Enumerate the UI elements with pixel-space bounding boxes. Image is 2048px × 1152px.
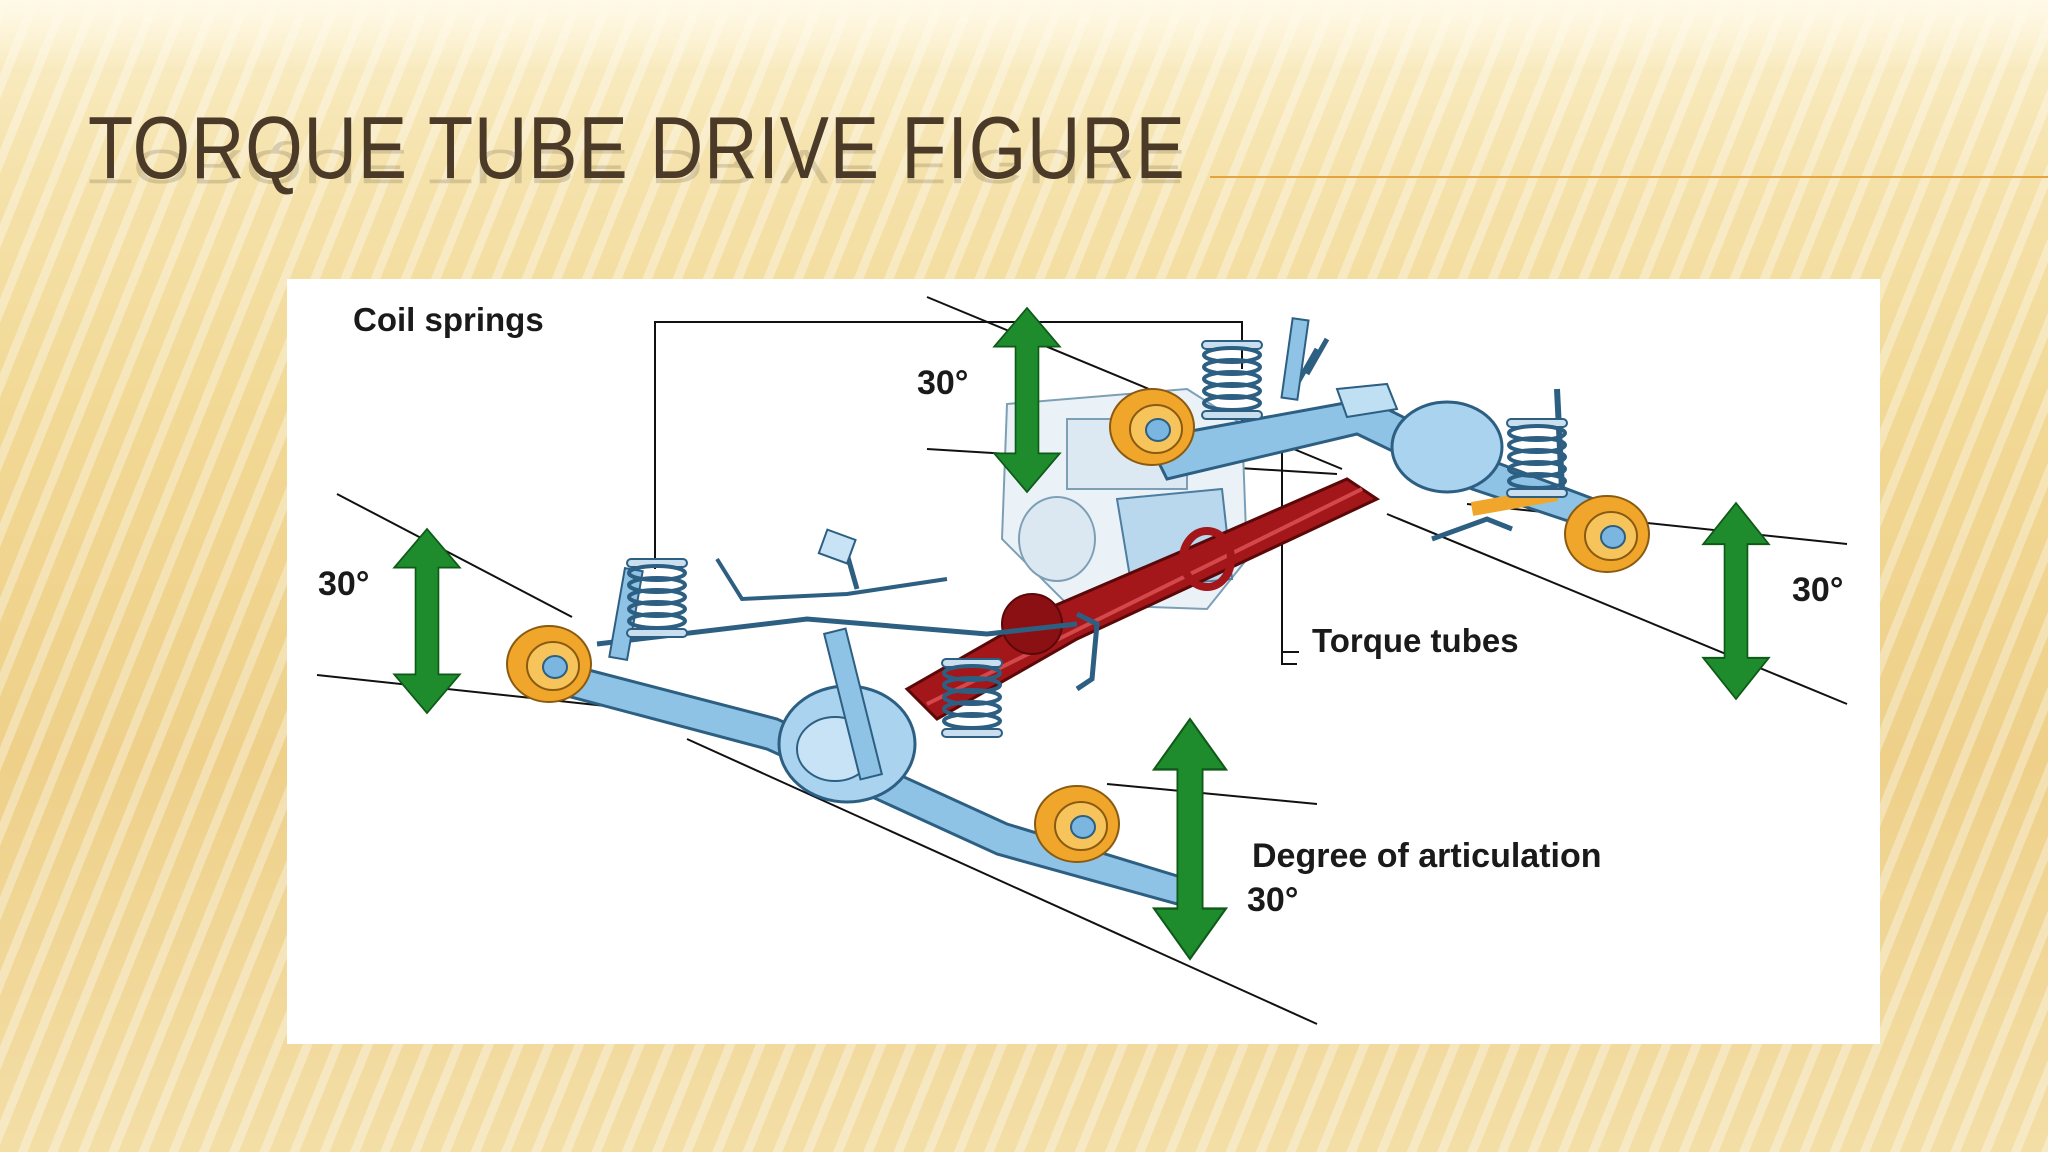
title-area: TORQUE TUBE DRIVE FIGURE TORQUE TUBE DRI… xyxy=(88,98,1395,198)
rear-left-brake xyxy=(506,625,592,703)
suspension-diagram: Coil springs Torque tubes Degree of arti… xyxy=(316,296,1848,1025)
torque-tubes-leader-lines xyxy=(1281,652,1297,665)
rear-right-brake xyxy=(1034,785,1120,863)
coil-springs-label: Coil springs xyxy=(353,301,544,338)
torque-tubes-label: Torque tubes xyxy=(1312,622,1519,659)
angle-label-rear-right: 30° xyxy=(1247,881,1298,919)
torque-tube xyxy=(904,477,1381,721)
slide-title-reflection: TORQUE TUBE DRIVE FIGURE xyxy=(88,139,1186,194)
slide-top-band xyxy=(0,0,2048,70)
angle-label-front-left: 30° xyxy=(917,364,968,402)
articulation-arrow-front-right xyxy=(1702,502,1770,700)
torque-tube-drive-figure: Coil springs Torque tubes Degree of arti… xyxy=(287,279,1880,1044)
front-right-brake xyxy=(1564,495,1650,573)
title-underline-rule xyxy=(1210,176,2048,178)
angle-label-rear-left: 30° xyxy=(318,565,369,603)
articulation-arrow-rear-left xyxy=(393,528,461,714)
articulation-arrow-rear-right xyxy=(1152,717,1228,961)
front-left-coil-spring xyxy=(1200,339,1264,421)
slide-title: TORQUE TUBE DRIVE FIGURE xyxy=(88,98,1186,197)
angle-label-front-right: 30° xyxy=(1792,571,1843,609)
front-left-brake xyxy=(1109,388,1195,466)
degree-of-articulation-label: Degree of articulation xyxy=(1252,837,1602,875)
